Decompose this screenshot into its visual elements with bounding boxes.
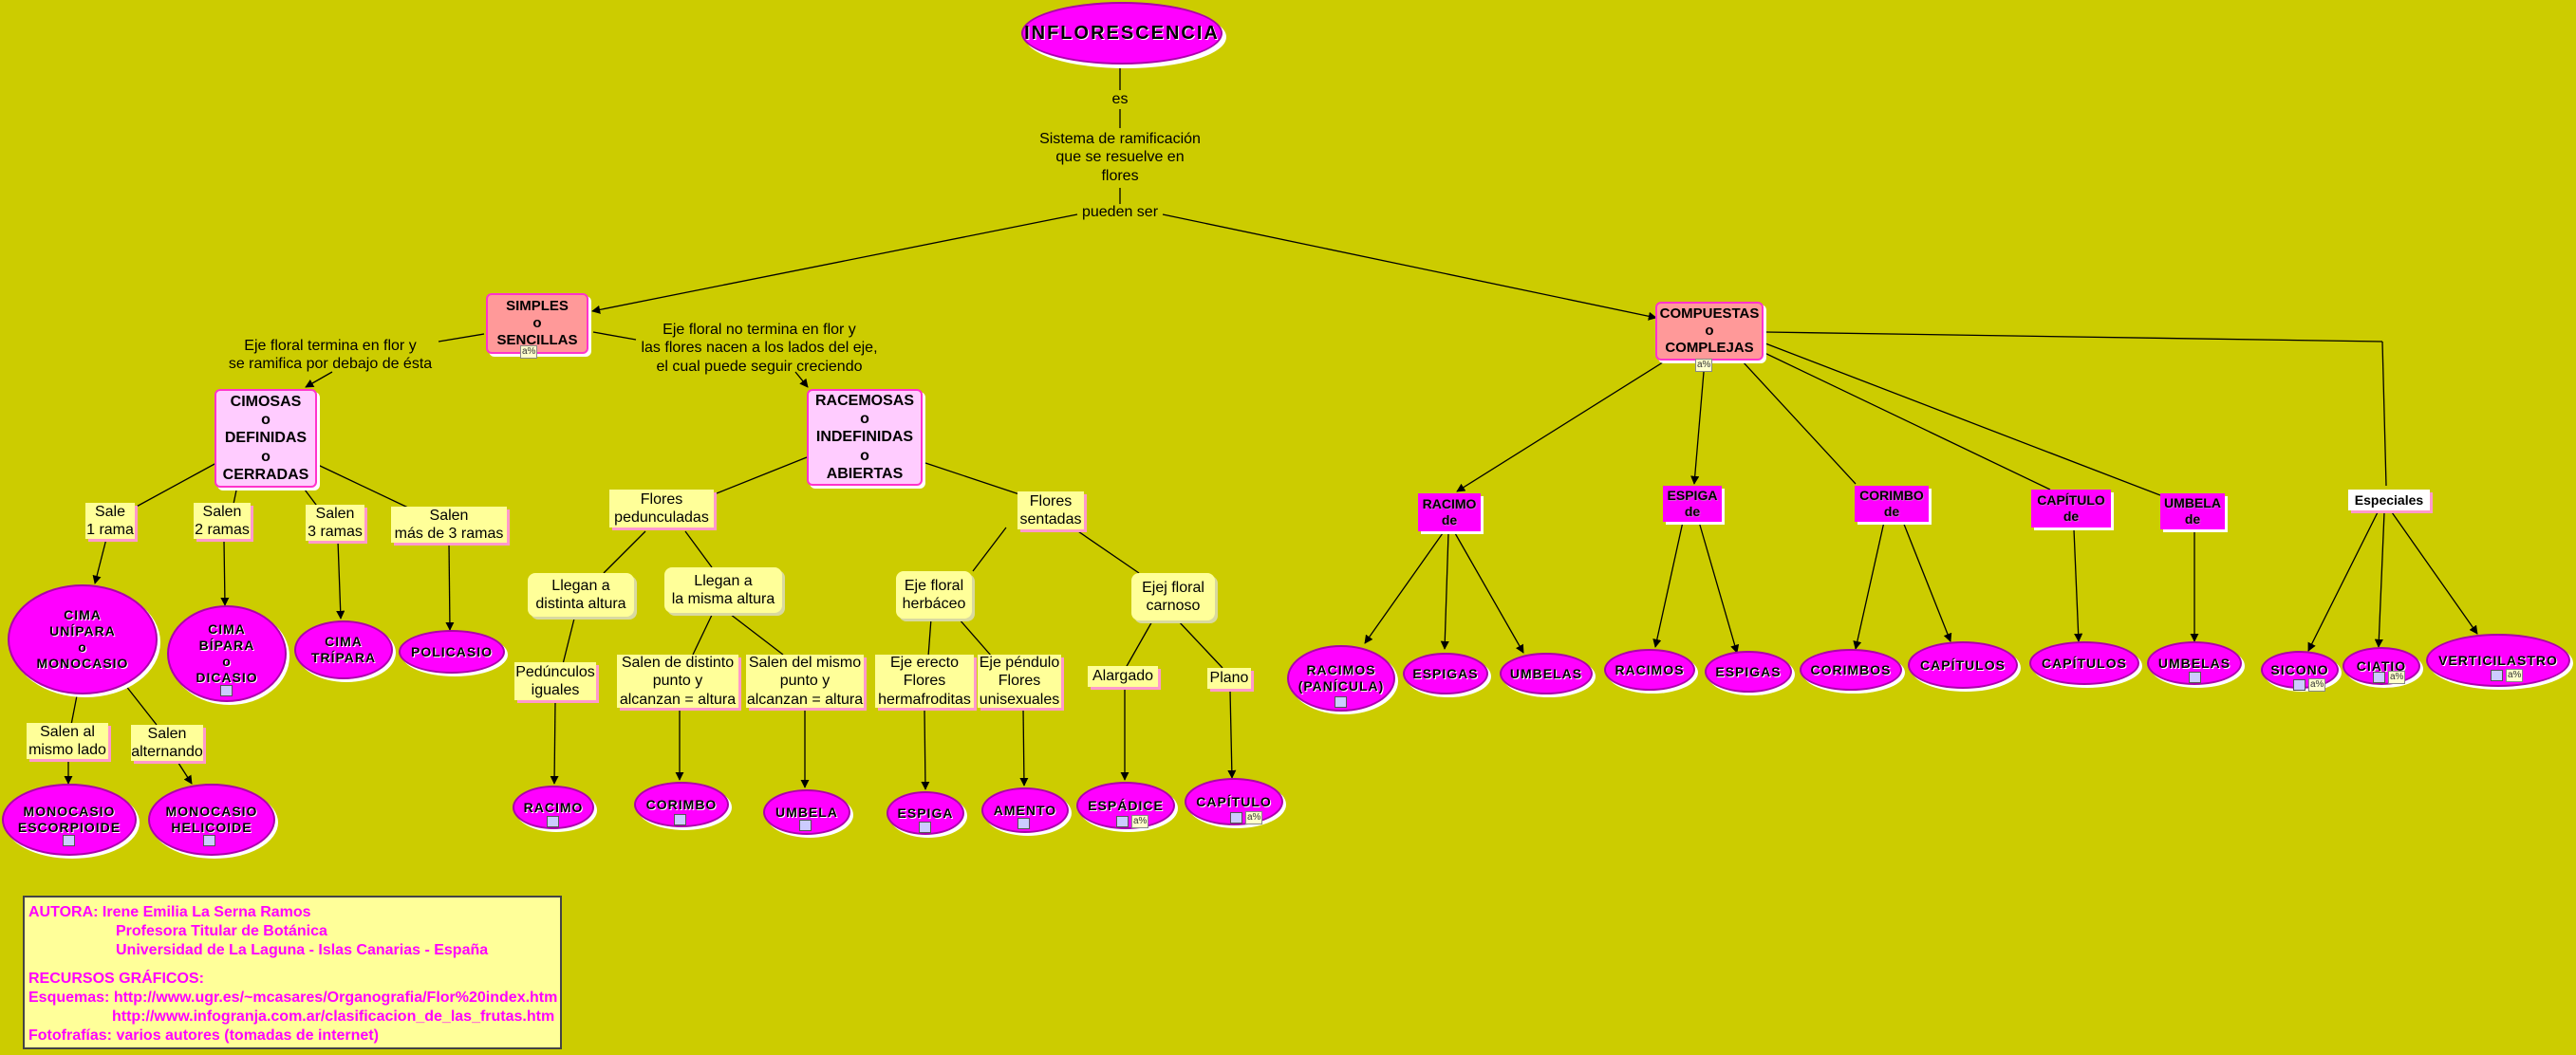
image-icon[interactable] bbox=[547, 816, 559, 827]
branch-eje-carnoso[interactable]: Ejej floral carnoso bbox=[1131, 573, 1215, 620]
author-credits: AUTORA: Irene Emilia La Serna Ramos Prof… bbox=[23, 896, 562, 1049]
image-icon[interactable] bbox=[799, 820, 812, 831]
image-icon[interactable] bbox=[1335, 696, 1347, 708]
corimbos-node[interactable]: CORIMBOS bbox=[1800, 649, 1902, 691]
esquemas-line: Esquemas: http://www.ugr.es/~mcasares/Or… bbox=[28, 989, 558, 1008]
cima-unipara-node[interactable]: CIMA UNÍPARA o MONOCASIO bbox=[8, 584, 158, 694]
monocasio-helicoide-node[interactable]: MONOCASIO HELICOIDE bbox=[148, 784, 275, 856]
group-corimbo-de[interactable]: CORIMBO de bbox=[1855, 486, 1929, 522]
group-especiales[interactable]: Especiales bbox=[2348, 490, 2430, 510]
espigas-node-2[interactable]: ESPIGAS bbox=[1705, 651, 1792, 693]
umbela-node[interactable]: UMBELA bbox=[763, 789, 850, 835]
image-icon[interactable] bbox=[2491, 670, 2503, 681]
umbelas-node-1[interactable]: UMBELAS bbox=[1500, 653, 1593, 694]
link-pueden-ser: pueden ser bbox=[1081, 204, 1159, 221]
image-icon[interactable] bbox=[2293, 679, 2305, 691]
image-icon[interactable] bbox=[1230, 812, 1242, 824]
branch-flores-pedunculadas[interactable]: Flores pedunculadas bbox=[609, 490, 714, 528]
espigas-node-1[interactable]: ESPIGAS bbox=[1403, 653, 1488, 694]
branch-pedunculos-iguales[interactable]: Pedúnculos iguales bbox=[514, 662, 596, 700]
image-icon[interactable] bbox=[1017, 818, 1030, 829]
concept-map-icon[interactable]: a% bbox=[2388, 671, 2406, 684]
concept-map-icon[interactable]: a% bbox=[520, 345, 538, 359]
recursos-heading: RECURSOS GRÁFICOS: bbox=[28, 971, 204, 987]
esquemas-url-2[interactable]: http://www.infogranja.com.ar/clasificaci… bbox=[112, 1009, 555, 1025]
image-icon[interactable] bbox=[1116, 816, 1129, 827]
concept-map-icon[interactable]: a% bbox=[2506, 669, 2524, 682]
racimos-node[interactable]: RACIMOS bbox=[1604, 649, 1695, 691]
corimbo-node[interactable]: CORIMBO bbox=[634, 782, 729, 827]
branch-salen-mas-3-ramas[interactable]: Salen más de 3 ramas bbox=[391, 507, 507, 543]
branch-mismo-punto[interactable]: Salen del mismo punto y alcanzan = altur… bbox=[746, 655, 864, 708]
branch-eje-pendulo[interactable]: Eje péndulo Flores unisexuales bbox=[978, 655, 1061, 708]
branch-distinto-punto[interactable]: Salen de distinto punto y alcanzan = alt… bbox=[617, 655, 738, 708]
branch-misma-altura[interactable]: Llegan a la misma altura bbox=[664, 567, 782, 613]
group-umbela-de[interactable]: UMBELA de bbox=[2160, 493, 2225, 529]
title-node[interactable]: INFLORESCENCIA bbox=[1021, 2, 1223, 65]
umbelas-node-2[interactable]: UMBELAS bbox=[2147, 641, 2242, 685]
image-icon[interactable] bbox=[2373, 672, 2385, 683]
image-icon[interactable] bbox=[220, 685, 233, 696]
cima-tripara-node[interactable]: CIMA TRÍPARA bbox=[294, 620, 393, 679]
racimos-panicula-node[interactable]: RACIMOS (PANÍCULA) bbox=[1287, 645, 1395, 712]
link-es: es bbox=[1111, 91, 1129, 108]
group-espiga-de[interactable]: ESPIGA de bbox=[1663, 486, 1722, 522]
image-icon[interactable] bbox=[2189, 672, 2201, 683]
compuestas-node[interactable]: COMPUESTAS o COMPLEJAS bbox=[1655, 302, 1764, 361]
branch-plano[interactable]: Plano bbox=[1207, 668, 1251, 689]
capitulos-node-2[interactable]: CAPÍTULOS bbox=[2029, 641, 2139, 685]
cimosas-node[interactable]: CIMOSAS o DEFINIDAS o CERRADAS bbox=[215, 389, 317, 488]
concept-map-icon[interactable]: a% bbox=[2308, 678, 2326, 692]
author-name: AUTORA: Irene Emilia La Serna Ramos bbox=[28, 904, 311, 920]
definition-node[interactable]: Sistema de ramificación que se resuelve … bbox=[1039, 131, 1201, 184]
link-mismo-lado[interactable]: Salen al mismo lado bbox=[27, 723, 108, 759]
group-capitulo-de[interactable]: CAPÍTULO de bbox=[2031, 490, 2111, 528]
branch-salen-2-ramas[interactable]: Salen 2 ramas bbox=[194, 503, 251, 539]
author-university: Universidad de La Laguna - Islas Canaria… bbox=[116, 942, 489, 958]
branch-sale-1-rama[interactable]: Sale 1 rama bbox=[85, 503, 135, 539]
link-racemosas: Eje floral no termina en flor y las flor… bbox=[641, 322, 878, 375]
racemosas-node[interactable]: RACEMOSAS o INDEFINIDAS o ABIERTAS bbox=[807, 389, 923, 486]
image-icon[interactable] bbox=[203, 835, 215, 846]
image-icon[interactable] bbox=[674, 814, 686, 825]
author-position: Profesora Titular de Botánica bbox=[116, 923, 327, 939]
image-icon[interactable] bbox=[919, 822, 931, 833]
link-cimosas: Eje floral termina en flor y se ramifica… bbox=[228, 337, 433, 372]
concept-map-icon[interactable]: a% bbox=[1695, 359, 1713, 372]
image-icon[interactable] bbox=[63, 835, 75, 846]
concept-map-icon[interactable]: a% bbox=[1245, 811, 1263, 824]
fotografias-line: Fotofrafías: varios autores (tomadas de … bbox=[28, 1027, 379, 1044]
branch-salen-3-ramas[interactable]: Salen 3 ramas bbox=[306, 505, 364, 541]
capitulos-node-1[interactable]: CAPÍTULOS bbox=[1908, 641, 2018, 689]
branch-eje-erecto[interactable]: Eje erecto Flores hermafroditas bbox=[875, 655, 974, 708]
policasio-node[interactable]: POLICASIO bbox=[399, 630, 505, 674]
esquemas-url-1[interactable]: http://www.ugr.es/~mcasares/Organografia… bbox=[113, 990, 558, 1006]
concept-map-icon[interactable]: a% bbox=[1131, 815, 1149, 828]
branch-distinta-altura[interactable]: Llegan a distinta altura bbox=[528, 573, 634, 617]
branch-eje-herbaceo[interactable]: Eje floral herbáceo bbox=[896, 571, 972, 619]
esquemas-label: Esquemas: bbox=[28, 990, 110, 1006]
branch-flores-sentadas[interactable]: Flores sentadas bbox=[1017, 491, 1084, 529]
branch-alargado[interactable]: Alargado bbox=[1088, 666, 1158, 687]
group-racimo-de[interactable]: RACIMO de bbox=[1418, 493, 1481, 531]
link-alternando[interactable]: Salen alternando bbox=[131, 725, 203, 761]
